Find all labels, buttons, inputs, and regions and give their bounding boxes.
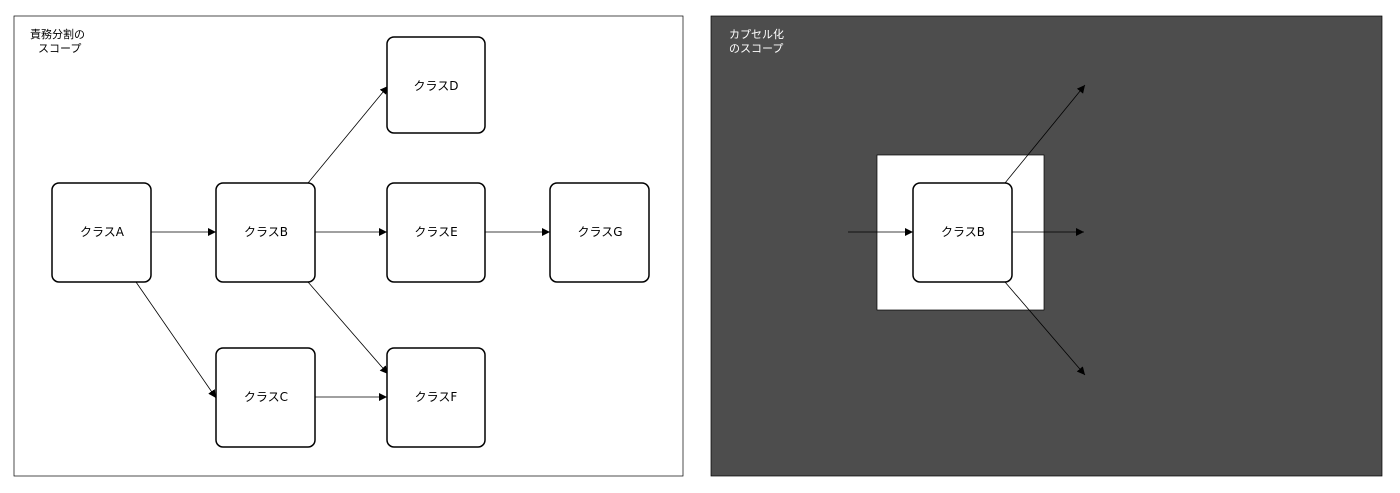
class-b-encapsulated-label: クラスB [941, 225, 985, 239]
encapsulation-scope-title-line2: のスコープ [729, 42, 783, 55]
class-g-label: クラスG [577, 225, 622, 239]
edge-out-up [1004, 84, 1086, 184]
edge-a-c [135, 281, 217, 399]
encapsulation-scope-panel: カプセル化 のスコープ クラスB [710, 15, 1383, 477]
encapsulation-scope-title-line1: カプセル化 [729, 27, 784, 41]
edge-out-down [1004, 281, 1086, 376]
edge-b-d [307, 85, 389, 184]
class-box-d: クラスD [386, 36, 486, 134]
responsibility-scope-title-line1: 責務分割の [30, 27, 85, 41]
class-box-a: クラスA [51, 182, 152, 283]
responsibility-scope-title-line2: スコープ [38, 42, 81, 55]
class-b-label: クラスB [244, 225, 288, 239]
encapsulation-scope-frame [710, 15, 1383, 477]
responsibility-scope-panel: 責務分割の スコープ クラスA クラスB クラスC クラスD [13, 15, 684, 477]
class-c-label: クラスC [244, 390, 288, 404]
class-box-b: クラスB [215, 182, 316, 283]
edge-b-f [307, 281, 389, 375]
class-box-c: クラスC [215, 347, 316, 448]
class-box-g: クラスG [549, 182, 650, 283]
class-f-label: クラスF [415, 390, 458, 404]
encapsulation-connectors [848, 84, 1086, 376]
connectors [135, 85, 550, 401]
class-box-f: クラスF [386, 347, 486, 448]
class-box-e: クラスE [386, 182, 486, 283]
class-d-label: クラスD [413, 79, 458, 93]
class-a-label: クラスA [80, 225, 125, 239]
class-box-b-encapsulated: クラスB [912, 182, 1013, 283]
class-e-label: クラスE [414, 225, 457, 239]
